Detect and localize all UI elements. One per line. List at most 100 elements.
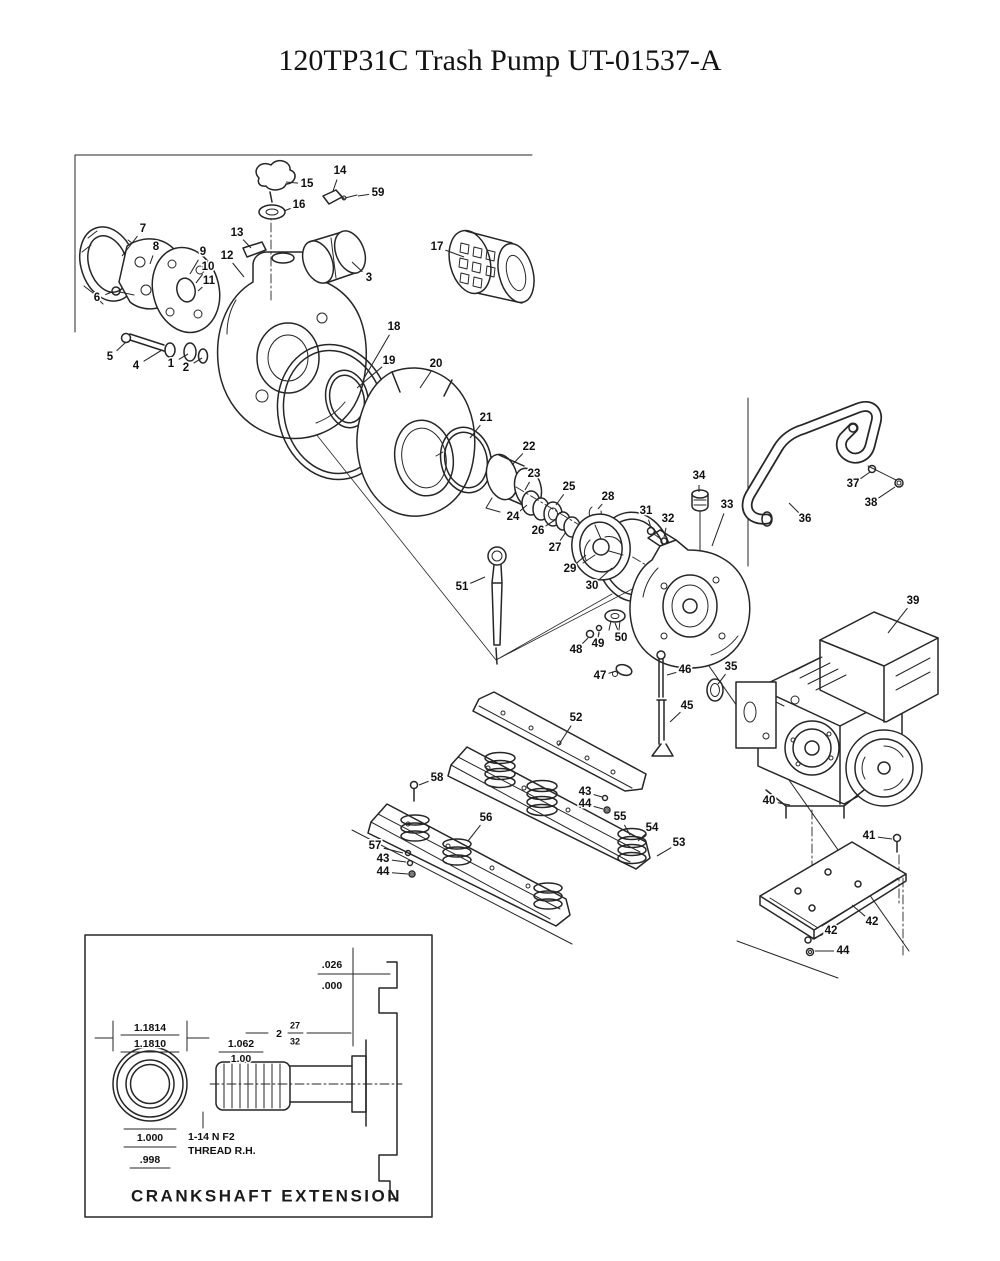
leader-line <box>887 607 908 634</box>
leader-line <box>598 567 613 581</box>
dim-spline-max: 1.062 <box>228 1038 254 1050</box>
callout-number: 39 <box>907 595 920 607</box>
callout-number: 7 <box>140 223 146 235</box>
callout-number: 11 <box>203 275 216 287</box>
dim-length-whole: 2 <box>276 1028 282 1040</box>
leader-line <box>232 262 245 278</box>
callout-number: 44 <box>377 866 390 878</box>
leader-line <box>593 805 604 810</box>
dim-spline-min: 1.00 <box>231 1053 252 1065</box>
leader-line <box>614 622 619 630</box>
leader-line <box>356 366 383 389</box>
leader-line <box>332 179 338 192</box>
leader-line <box>811 934 823 940</box>
crankshaft-extension-inset: 1.1814 1.1810 1.000 .998 .026 .000 2 27 … <box>84 934 433 1218</box>
callout-number: 5 <box>107 351 114 363</box>
callout-number: 29 <box>564 563 577 575</box>
leader-line <box>143 349 163 362</box>
leader-line <box>149 255 154 265</box>
leader-line <box>555 493 565 506</box>
suction-flange-assembly <box>79 226 221 364</box>
leader-line <box>851 904 866 917</box>
pipe-plug <box>691 489 709 559</box>
impeller-assembly <box>571 511 673 603</box>
callout-number: 13 <box>231 227 244 239</box>
middle-skid <box>447 746 651 870</box>
callout-number: 26 <box>532 525 545 537</box>
callout-number: 28 <box>602 491 615 503</box>
leader-line <box>656 847 672 857</box>
leader-line <box>121 235 138 257</box>
callout-number: 53 <box>673 837 686 849</box>
dim-end-dia-max: 1.000 <box>137 1132 163 1144</box>
leader-line <box>391 859 407 863</box>
leader-line <box>242 239 252 249</box>
callout-number: 35 <box>725 661 738 673</box>
leader-line <box>860 471 871 480</box>
callout-number: 24 <box>507 511 520 523</box>
page-title: 120TP31C Trash Pump UT-01537-A <box>278 44 722 77</box>
leader-line <box>418 780 429 786</box>
small-hardware <box>585 609 674 757</box>
leader-line <box>623 824 631 836</box>
leader-line <box>419 371 432 389</box>
leader-line <box>351 261 363 273</box>
callout-number: 17 <box>431 241 444 253</box>
callout-number: 47 <box>594 670 607 682</box>
leader-line <box>637 833 646 842</box>
leader-line <box>524 481 531 491</box>
drain-rod <box>487 546 507 665</box>
callout-number: 51 <box>456 581 469 593</box>
callout-number: 19 <box>383 355 396 367</box>
leader-line <box>663 527 667 538</box>
leader-line <box>178 353 189 360</box>
leader-line <box>467 824 481 842</box>
callout-number: 41 <box>863 830 876 842</box>
callout-number: 23 <box>528 468 541 480</box>
leader-line <box>666 671 677 676</box>
callout-number: 6 <box>94 292 100 304</box>
leader-line <box>648 519 652 529</box>
leader-line <box>193 357 203 364</box>
callout-number: 40 <box>763 795 776 807</box>
leader-line <box>445 249 465 258</box>
callout-number: 18 <box>388 321 401 333</box>
base-plate <box>759 841 907 957</box>
dim-end-dia-min: .998 <box>140 1154 161 1166</box>
leader-line <box>283 207 291 212</box>
leader-line <box>391 872 409 875</box>
callout-number: 52 <box>570 712 583 724</box>
volute <box>356 367 497 517</box>
callout-number: 4 <box>133 360 140 372</box>
dim-dia-min: 1.1810 <box>134 1038 166 1050</box>
callout-number: 58 <box>431 772 444 784</box>
callout-number: 43 <box>579 786 592 798</box>
leader-line <box>717 673 726 685</box>
callout-number: 22 <box>523 441 536 453</box>
strainer <box>448 229 535 304</box>
callout-number: 50 <box>615 632 628 644</box>
leader-line <box>545 519 556 527</box>
leader-line <box>189 259 199 275</box>
callout-number: 32 <box>662 513 675 525</box>
callout-number: 8 <box>153 241 160 253</box>
callout-number: 38 <box>865 497 878 509</box>
callout-number: 27 <box>549 542 562 554</box>
callout-number: 10 <box>202 261 215 273</box>
leader-line <box>559 531 567 541</box>
callout-number: 14 <box>334 165 347 177</box>
dim-end-play-min: .000 <box>322 980 343 992</box>
callout-number: 30 <box>586 580 599 592</box>
callout-number: 1 <box>168 358 175 370</box>
leader-line <box>362 334 390 381</box>
leader-line <box>105 291 113 296</box>
dim-length-den: 32 <box>290 1036 300 1046</box>
filler-cap <box>255 159 296 220</box>
dim-thread-note: THREAD R.H. <box>188 1145 256 1157</box>
callout-number: 33 <box>721 499 734 511</box>
callout-number: 55 <box>614 811 627 823</box>
engine <box>706 611 939 906</box>
callout-number: 25 <box>563 481 576 493</box>
callout-number: 16 <box>293 199 306 211</box>
